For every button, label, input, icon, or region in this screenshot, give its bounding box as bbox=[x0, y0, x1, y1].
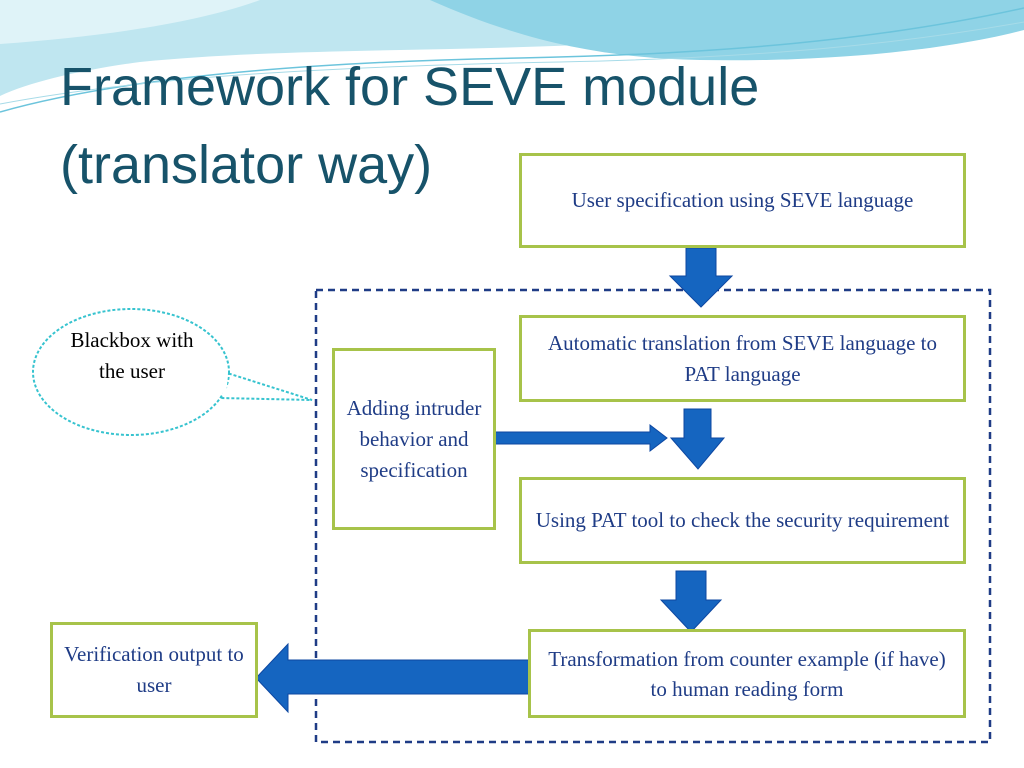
node-verification-output-label: Verification output to user bbox=[64, 642, 244, 697]
node-transformation: Transformation from counter example (if … bbox=[528, 629, 966, 718]
node-verification-output: Verification output to user bbox=[50, 622, 258, 718]
callout-text: Blackbox with the user bbox=[70, 328, 194, 383]
node-intruder-behavior: Adding intruder behavior and specificati… bbox=[332, 348, 496, 530]
node-automatic-translation: Automatic translation from SEVE language… bbox=[519, 315, 966, 402]
callout-label: Blackbox with the user bbox=[70, 325, 194, 387]
slide-title: Framework for SEVE module (translator wa… bbox=[60, 57, 760, 195]
node-intruder-behavior-label: Adding intruder behavior and specificati… bbox=[346, 395, 482, 482]
node-user-specification-label: User specification using SEVE language bbox=[571, 188, 914, 212]
node-pat-check-label: Using PAT tool to check the security req… bbox=[535, 508, 950, 532]
node-pat-check: Using PAT tool to check the security req… bbox=[519, 477, 966, 564]
node-user-specification: User specification using SEVE language bbox=[519, 153, 966, 248]
node-automatic-translation-label: Automatic translation from SEVE language… bbox=[548, 330, 937, 386]
node-transformation-label: Transformation from counter example (if … bbox=[548, 646, 946, 701]
